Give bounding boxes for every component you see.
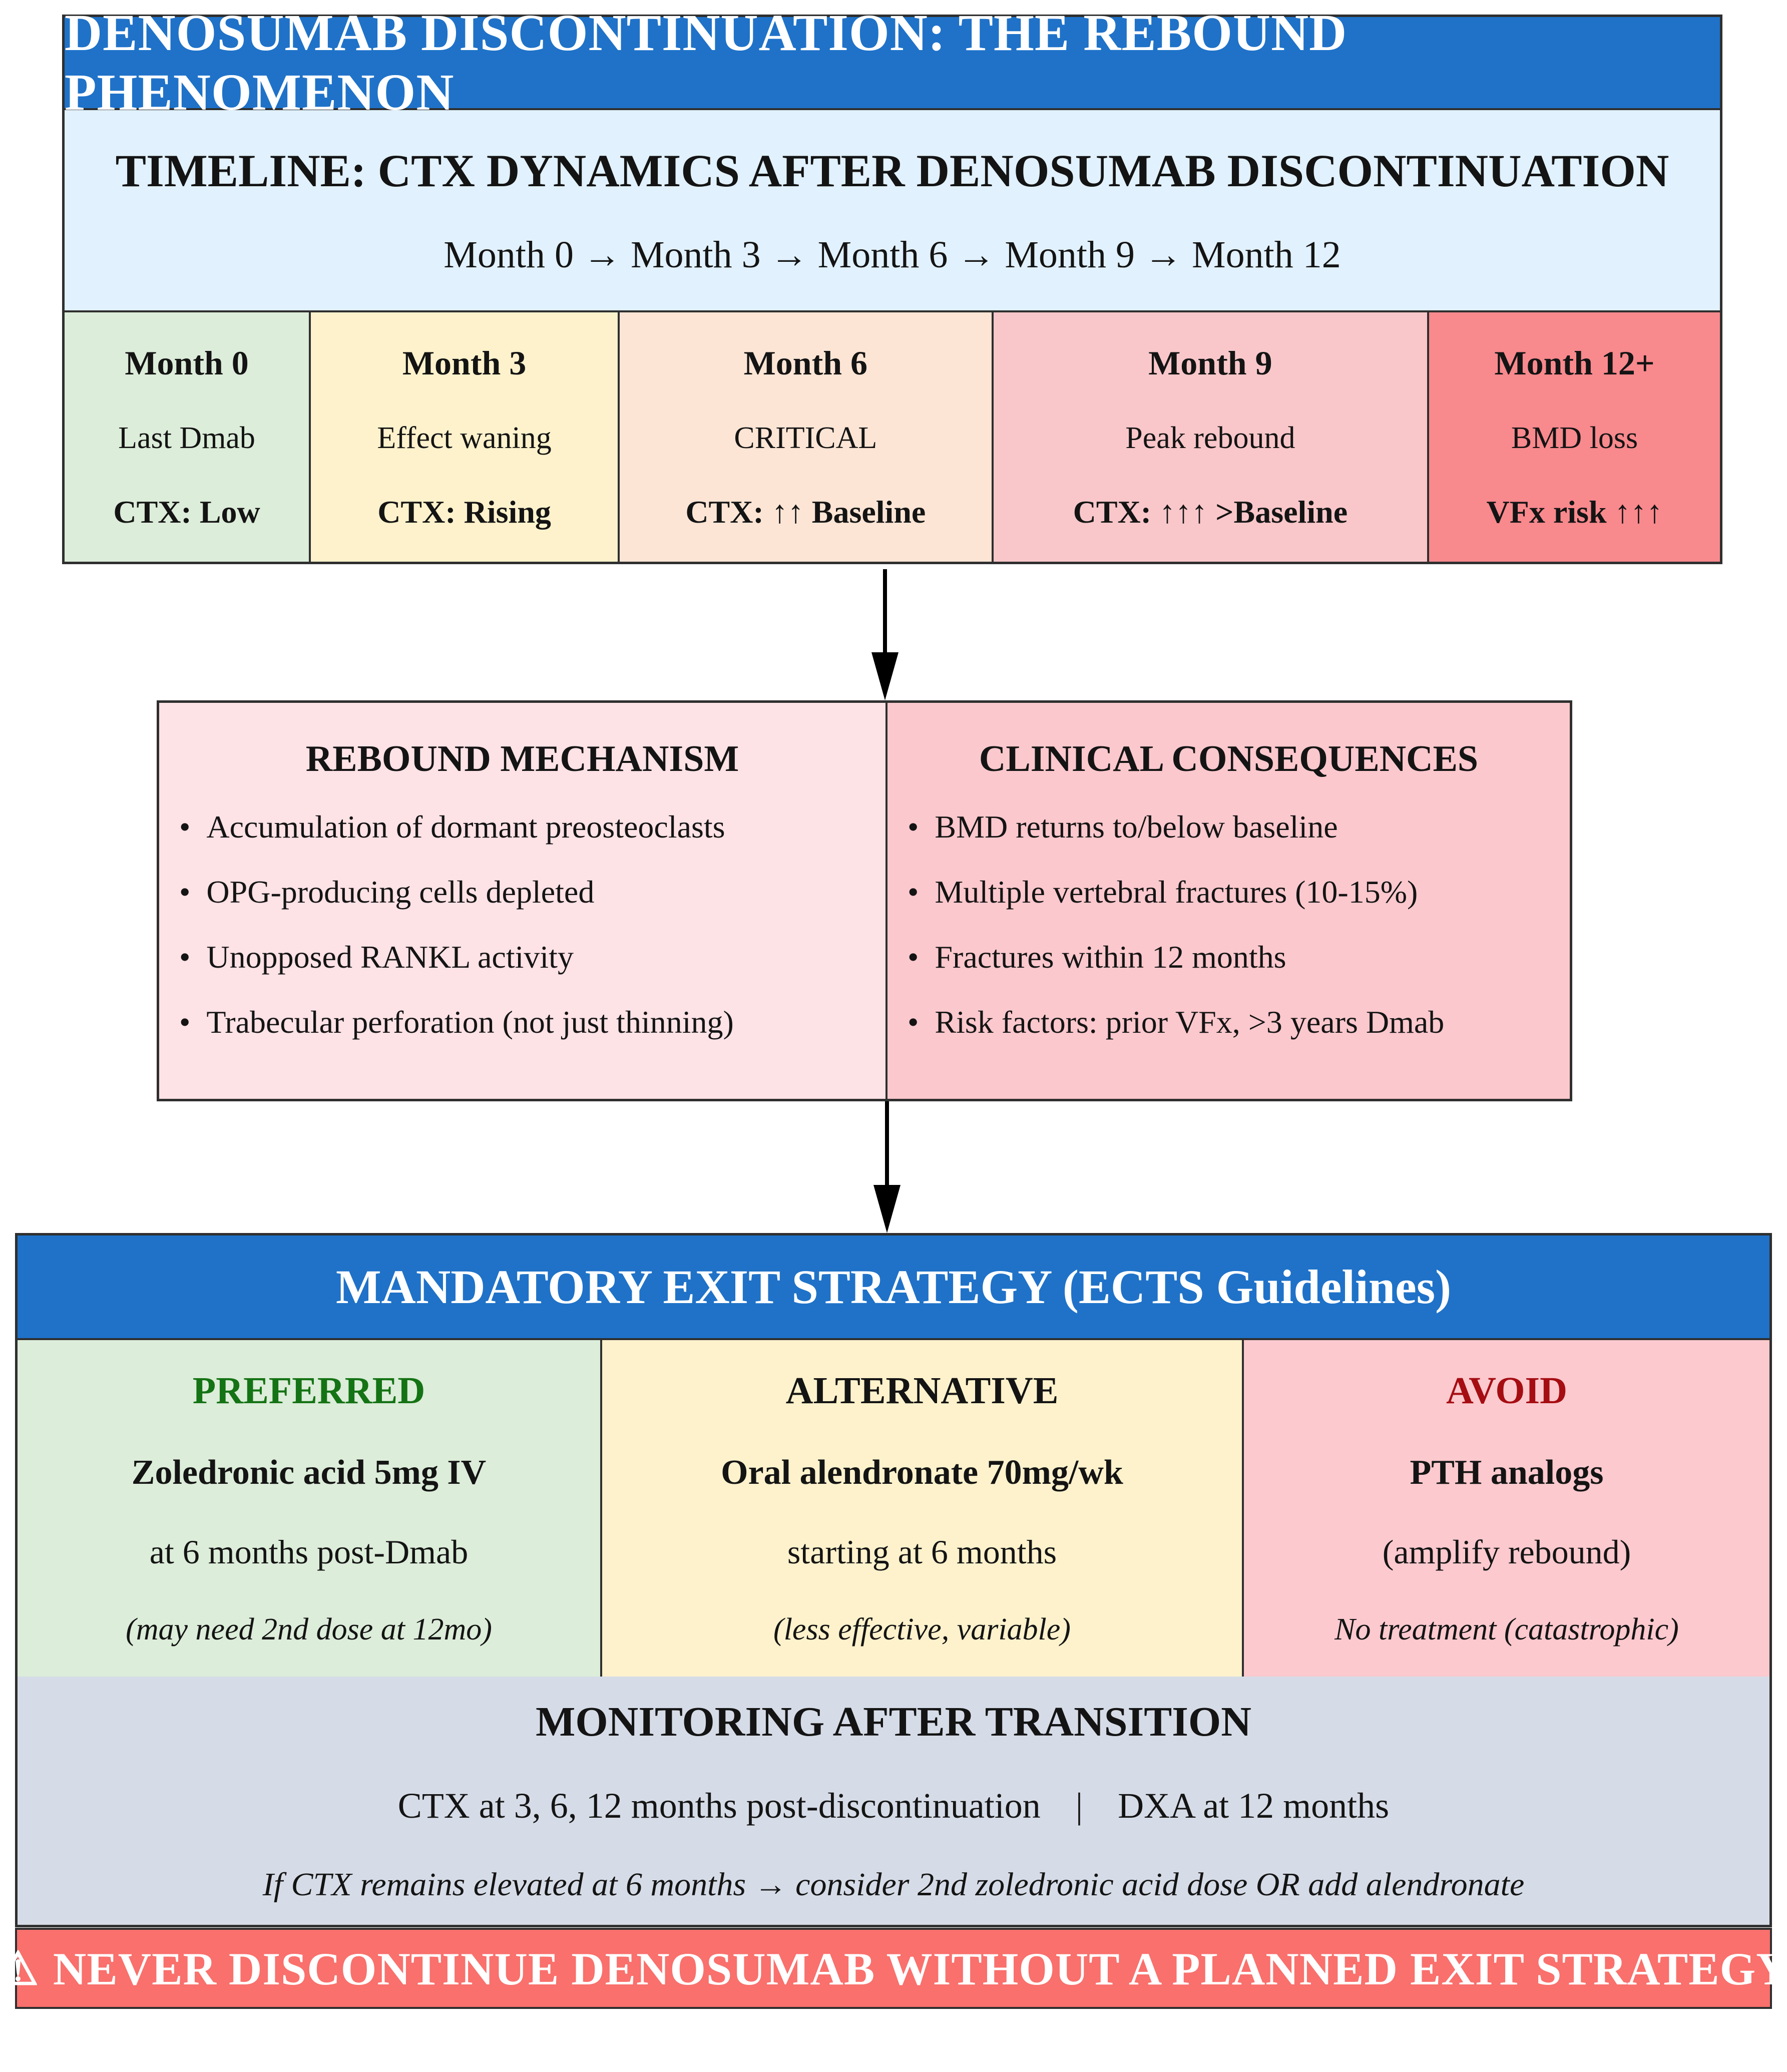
- month-marker: CTX: Low: [113, 494, 260, 530]
- list-item: OPG-producing cells depleted: [179, 874, 870, 911]
- alternative-column: ALTERNATIVE Oral alendronate 70mg/wk sta…: [602, 1340, 1244, 1677]
- alternative-note: (less effective, variable): [773, 1612, 1071, 1646]
- header-banner: DENOSUMAB DISCONTINUATION: THE REBOUND P…: [65, 4, 1720, 121]
- arrow-shaft: [883, 569, 887, 652]
- month-cell-3: Month 3 Effect waning CTX: Rising: [311, 312, 620, 562]
- month-cell-6: Month 6 CRITICAL CTX: ↑↑ Baseline: [620, 312, 994, 562]
- preferred-note: (may need 2nd dose at 12mo): [126, 1612, 492, 1646]
- timeline-panel: TIMELINE: CTX DYNAMICS AFTER DENOSUMAB D…: [65, 110, 1720, 312]
- month-title: Month 0: [125, 344, 249, 382]
- list-item: Fractures within 12 months: [908, 939, 1555, 976]
- monitoring-title: MONITORING AFTER TRANSITION: [536, 1699, 1251, 1745]
- exit-strategy-columns: PREFERRED Zoledronic acid 5mg IV at 6 mo…: [18, 1340, 1769, 1677]
- avoid-heading: AVOID: [1446, 1370, 1568, 1412]
- flow-arrow-down-icon: [873, 1101, 901, 1233]
- clinical-consequences-list: BMD returns to/below baseline Multiple v…: [903, 808, 1555, 1041]
- month-status: Effect waning: [377, 421, 552, 455]
- timeline-heading: TIMELINE: CTX DYNAMICS AFTER DENOSUMAB D…: [115, 145, 1669, 196]
- exit-strategy-title: MANDATORY EXIT STRATEGY (ECTS Guidelines…: [335, 1260, 1452, 1314]
- alternative-heading: ALTERNATIVE: [785, 1370, 1059, 1412]
- rebound-mechanism-list: Accumulation of dormant preosteoclasts O…: [174, 808, 870, 1041]
- monitoring-schedule: CTX at 3, 6, 12 months post-discontinuat…: [398, 1785, 1389, 1827]
- month-marker: CTX: ↑↑↑ >Baseline: [1073, 494, 1348, 530]
- exit-strategy-section: MANDATORY EXIT STRATEGY (ECTS Guidelines…: [15, 1233, 1772, 1927]
- clinical-consequences-panel: CLINICAL CONSEQUENCES BMD returns to/bel…: [887, 703, 1570, 1099]
- avoid-note: No treatment (catastrophic): [1334, 1612, 1679, 1646]
- warning-text: NEVER DISCONTINUE DENOSUMAB WITHOUT A PL…: [53, 1943, 1787, 1994]
- avoid-drug: PTH analogs: [1410, 1453, 1604, 1492]
- list-item: Trabecular perforation (not just thinnin…: [179, 1004, 870, 1041]
- avoid-column: AVOID PTH analogs (amplify rebound) No t…: [1244, 1340, 1769, 1677]
- month-title: Month 12+: [1494, 344, 1655, 382]
- preferred-drug: Zoledronic acid 5mg IV: [131, 1453, 487, 1492]
- clinical-consequences-title: CLINICAL CONSEQUENCES: [979, 738, 1479, 779]
- avoid-reason: (amplify rebound): [1382, 1533, 1631, 1571]
- timeline-table: DENOSUMAB DISCONTINUATION: THE REBOUND P…: [62, 4, 1722, 564]
- warning-text-line: ⚠ NEVER DISCONTINUE DENOSUMAB WITHOUT A P…: [0, 1942, 1787, 1995]
- arrow-shaft: [885, 1101, 889, 1185]
- month-marker: CTX: ↑↑ Baseline: [685, 494, 926, 530]
- alternative-timing: starting at 6 months: [787, 1533, 1057, 1571]
- month-title: Month 3: [402, 344, 527, 382]
- month-status: BMD loss: [1511, 421, 1638, 455]
- preferred-timing: at 6 months post-Dmab: [149, 1533, 469, 1571]
- month-cell-12plus: Month 12+ BMD loss VFx risk ↑↑↑: [1429, 312, 1720, 562]
- preferred-heading: PREFERRED: [192, 1370, 425, 1412]
- month-cell-9: Month 9 Peak rebound CTX: ↑↑↑ >Baseline: [993, 312, 1430, 562]
- monitoring-ctx-schedule: CTX at 3, 6, 12 months post-discontinuat…: [397, 1786, 1041, 1826]
- rebound-mechanism-panel: REBOUND MECHANISM Accumulation of dorman…: [159, 703, 887, 1099]
- exit-strategy-banner: MANDATORY EXIT STRATEGY (ECTS Guidelines…: [18, 1235, 1769, 1340]
- month-status: CRITICAL: [734, 421, 877, 455]
- monitoring-panel: MONITORING AFTER TRANSITION CTX at 3, 6,…: [18, 1677, 1769, 1925]
- list-item: BMD returns to/below baseline: [908, 808, 1555, 846]
- month-status: Peak rebound: [1125, 421, 1295, 455]
- flow-arrow-down-icon: [871, 569, 899, 700]
- monitoring-dxa-schedule: DXA at 12 months: [1118, 1786, 1390, 1826]
- warning-triangle-icon: ⚠: [0, 1943, 39, 1994]
- list-item: Unopposed RANKL activity: [179, 939, 870, 976]
- monitoring-note: If CTX remains elevated at 6 months → co…: [262, 1866, 1525, 1903]
- month-marker: CTX: Rising: [377, 494, 551, 530]
- month-marker: VFx risk ↑↑↑: [1486, 494, 1663, 530]
- alternative-drug: Oral alendronate 70mg/wk: [721, 1453, 1123, 1492]
- month-status: Last Dmab: [118, 421, 255, 455]
- warning-banner: ⚠ NEVER DISCONTINUE DENOSUMAB WITHOUT A P…: [0, 1928, 1787, 2009]
- arrow-head: [873, 1185, 901, 1233]
- arrow-head: [871, 652, 899, 700]
- month-title: Month 9: [1148, 344, 1272, 382]
- separator-bar: |: [1075, 1786, 1083, 1826]
- page-title: DENOSUMAB DISCONTINUATION: THE REBOUND P…: [65, 4, 1348, 121]
- month-cell-0: Month 0 Last Dmab CTX: Low: [65, 312, 311, 562]
- months-row: Month 0 Last Dmab CTX: Low Month 3 Effec…: [65, 312, 1720, 562]
- mechanism-consequences-box: REBOUND MECHANISM Accumulation of dorman…: [157, 700, 1572, 1101]
- list-item: Multiple vertebral fractures (10-15%): [908, 874, 1555, 911]
- timeline-sequence: Month 0 → Month 3 → Month 6 → Month 9 → …: [443, 233, 1341, 276]
- rebound-mechanism-title: REBOUND MECHANISM: [305, 738, 739, 779]
- list-item: Risk factors: prior VFx, >3 years Dmab: [908, 1004, 1555, 1041]
- preferred-column: PREFERRED Zoledronic acid 5mg IV at 6 mo…: [18, 1340, 602, 1677]
- list-item: Accumulation of dormant preosteoclasts: [179, 808, 870, 846]
- month-title: Month 6: [743, 344, 868, 382]
